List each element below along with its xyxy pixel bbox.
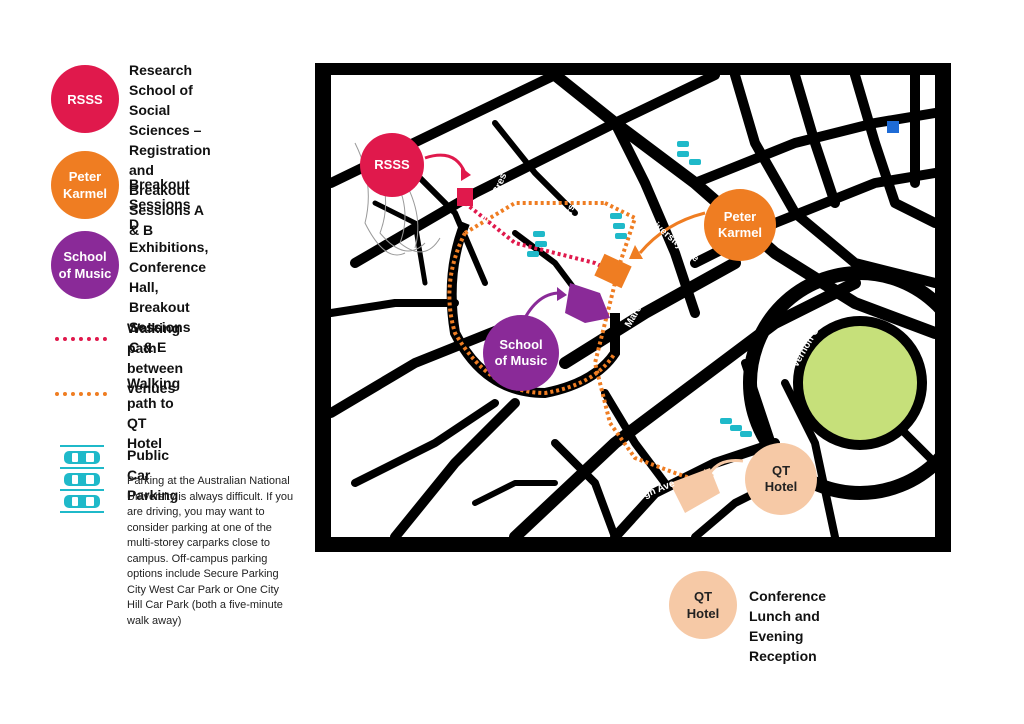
bus-stop-icon	[887, 121, 899, 133]
red-dotted-line	[55, 337, 107, 341]
rsss-description: Research School of Social Sciences – Reg…	[129, 62, 211, 238]
car-parking-icon	[60, 445, 104, 513]
arrow-heads	[461, 167, 714, 483]
school-of-music-description: Exhibitions, Conference Hall, Breakout S…	[129, 239, 209, 355]
school-of-music-badge: School of Music	[51, 231, 119, 299]
map-label-peter-karmel[interactable]: Peter Karmel	[704, 189, 776, 261]
campus-map[interactable]: Ellery Cres Childers St University Ave M…	[315, 63, 977, 552]
map-canvas: Ellery Cres Childers St University Ave M…	[315, 63, 977, 552]
qt-hotel-description: Conference Lunch and Evening Reception	[749, 588, 827, 664]
map-label-rsss[interactable]: RSSS	[360, 133, 424, 197]
peter-karmel-building	[594, 253, 632, 289]
walking-qt-label: Walking path to QT Hotel	[127, 375, 181, 451]
orange-dotted-line	[55, 392, 107, 396]
rsss-building	[457, 188, 473, 206]
roads	[326, 69, 941, 543]
peter-karmel-description: Breakout Sessions D	[129, 176, 191, 232]
map-label-qt-hotel[interactable]: QT Hotel	[745, 443, 817, 515]
qt-hotel-badge: QT Hotel	[669, 571, 737, 639]
parking-description: Parking at the Australian National Unive…	[127, 475, 294, 627]
rsss-badge: RSSS	[51, 65, 119, 133]
parking-title: Public Car Parking	[127, 447, 179, 503]
walking-between-label: Walking path between venues	[127, 320, 184, 396]
map-parking-icons	[527, 141, 752, 437]
peter-karmel-badge: Peter Karmel	[51, 151, 119, 219]
map-label-school-of-music[interactable]: School of Music	[483, 315, 559, 391]
park-green	[793, 316, 927, 450]
school-of-music-building	[565, 283, 610, 323]
